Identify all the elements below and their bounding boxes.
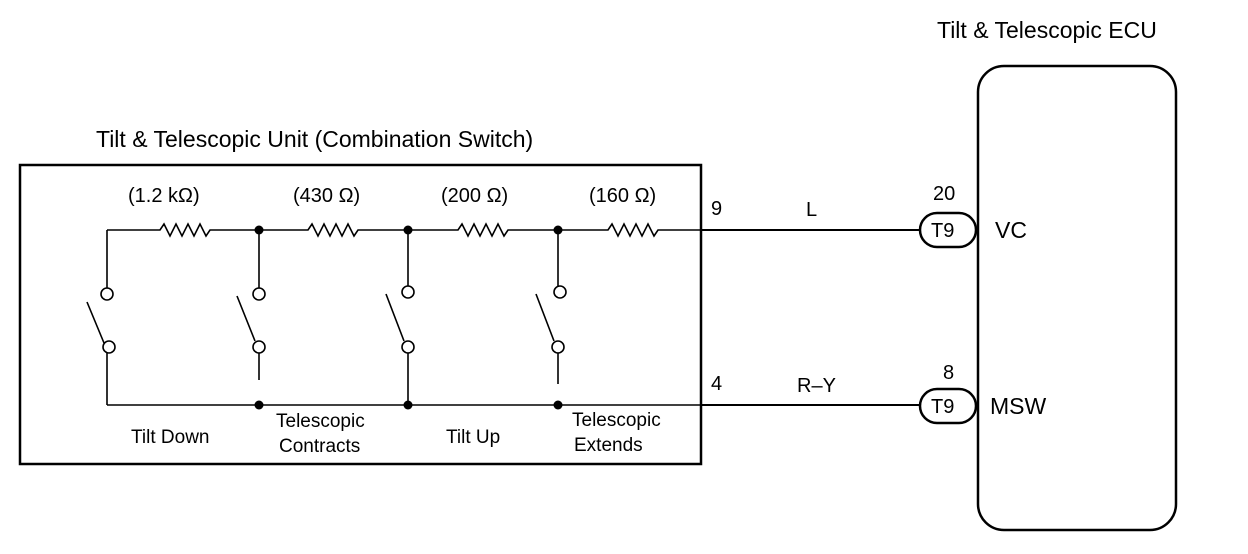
connector-label-vc: T9 <box>931 220 954 242</box>
switch-label-telescopic-contracts-1: Telescopic <box>276 411 365 432</box>
signal-msw: MSW <box>990 393 1047 419</box>
switch-tilt-down <box>86 230 116 405</box>
switch-telescopic-contracts <box>236 230 266 380</box>
ecu-pin-8: 8 <box>943 362 954 384</box>
unit-box <box>18 163 703 466</box>
wire-color-r-y: R–Y <box>797 375 836 397</box>
switch-label-tilt-down: Tilt Down <box>131 427 209 448</box>
connector-t9-msw <box>918 387 978 425</box>
ecu-title: Tilt & Telescopic ECU <box>937 17 1157 43</box>
switch-label-telescopic-extends-2: Extends <box>574 435 643 456</box>
resistor-label-2: (430 Ω) <box>293 185 360 207</box>
connector-t9-vc <box>918 211 978 249</box>
switch-telescopic-extends <box>535 230 567 384</box>
signal-vc: VC <box>995 217 1027 243</box>
switch-tilt-up <box>385 230 415 405</box>
switch-label-tilt-up: Tilt Up <box>446 427 500 448</box>
ecu-pin-20: 20 <box>933 183 955 205</box>
wire-color-l: L <box>806 199 817 221</box>
resistor-label-4: (160 Ω) <box>589 185 656 207</box>
switch-label-telescopic-contracts-2: Contracts <box>279 436 360 457</box>
unit-pin-4: 4 <box>711 373 722 395</box>
resistor-label-3: (200 Ω) <box>441 185 508 207</box>
switch-label-telescopic-extends-1: Telescopic <box>572 410 661 431</box>
resistor-label-1: (1.2 kΩ) <box>128 185 200 207</box>
unit-pin-9: 9 <box>711 198 722 220</box>
ecu-box <box>976 64 1178 532</box>
connector-label-msw: T9 <box>931 396 954 418</box>
unit-title: Tilt & Telescopic Unit (Combination Swit… <box>96 126 533 152</box>
